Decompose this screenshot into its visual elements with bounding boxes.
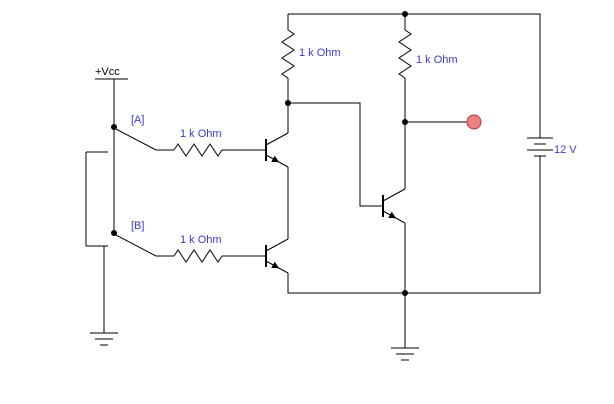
npn-transistor-q2: [265, 238, 289, 274]
switch-a[interactable]: [113, 127, 157, 151]
switch-b-lever[interactable]: [113, 233, 157, 257]
emitter-arrow-icon: [271, 155, 280, 163]
ground-icon: [90, 332, 118, 346]
resistor-pullup-output-label: 1 k Ohm: [416, 54, 458, 66]
battery: [527, 137, 553, 157]
switch-a-label: [A]: [131, 114, 144, 126]
wires: [85, 13, 541, 348]
ground-left: [90, 332, 118, 346]
ground-icon: [391, 347, 419, 361]
battery-plates: [527, 137, 553, 157]
resistor-pullup-inner-label: 1 k Ohm: [299, 47, 341, 59]
emitter-arrow-icon: [271, 261, 280, 269]
resistor-pullup-output: [398, 29, 412, 79]
switch-b-label: [B]: [131, 220, 144, 232]
junction-dot: [402, 119, 408, 125]
switch-b[interactable]: [113, 233, 157, 257]
switch-a-lever[interactable]: [113, 127, 157, 151]
junction-dot: [402, 290, 408, 296]
npn-transistor-q3: [382, 188, 406, 224]
junction-dot: [402, 11, 408, 17]
battery-label: 12 V: [554, 144, 577, 156]
vcc-label: +Vcc: [95, 66, 120, 78]
output-probe[interactable]: [466, 114, 482, 130]
resistor-pullup-inner: [281, 29, 295, 79]
resistor-input-a: [173, 143, 223, 157]
resistor-input-b-label: 1 k Ohm: [180, 234, 222, 246]
resistor-input-a-label: 1 k Ohm: [180, 128, 222, 140]
junction-dots: [111, 11, 408, 296]
junction-dot: [285, 100, 291, 106]
resistor-zigzag: [281, 29, 295, 79]
resistor-zigzag: [173, 249, 223, 263]
ground-center: [391, 347, 419, 361]
resistor-input-b: [173, 249, 223, 263]
npn-transistor-q1: [265, 132, 289, 168]
vcc-terminal: +Vcc: [95, 66, 128, 80]
emitter-arrow-icon: [388, 211, 397, 219]
probe-dot[interactable]: [466, 114, 482, 130]
resistor-zigzag: [398, 29, 412, 79]
resistor-zigzag: [173, 143, 223, 157]
